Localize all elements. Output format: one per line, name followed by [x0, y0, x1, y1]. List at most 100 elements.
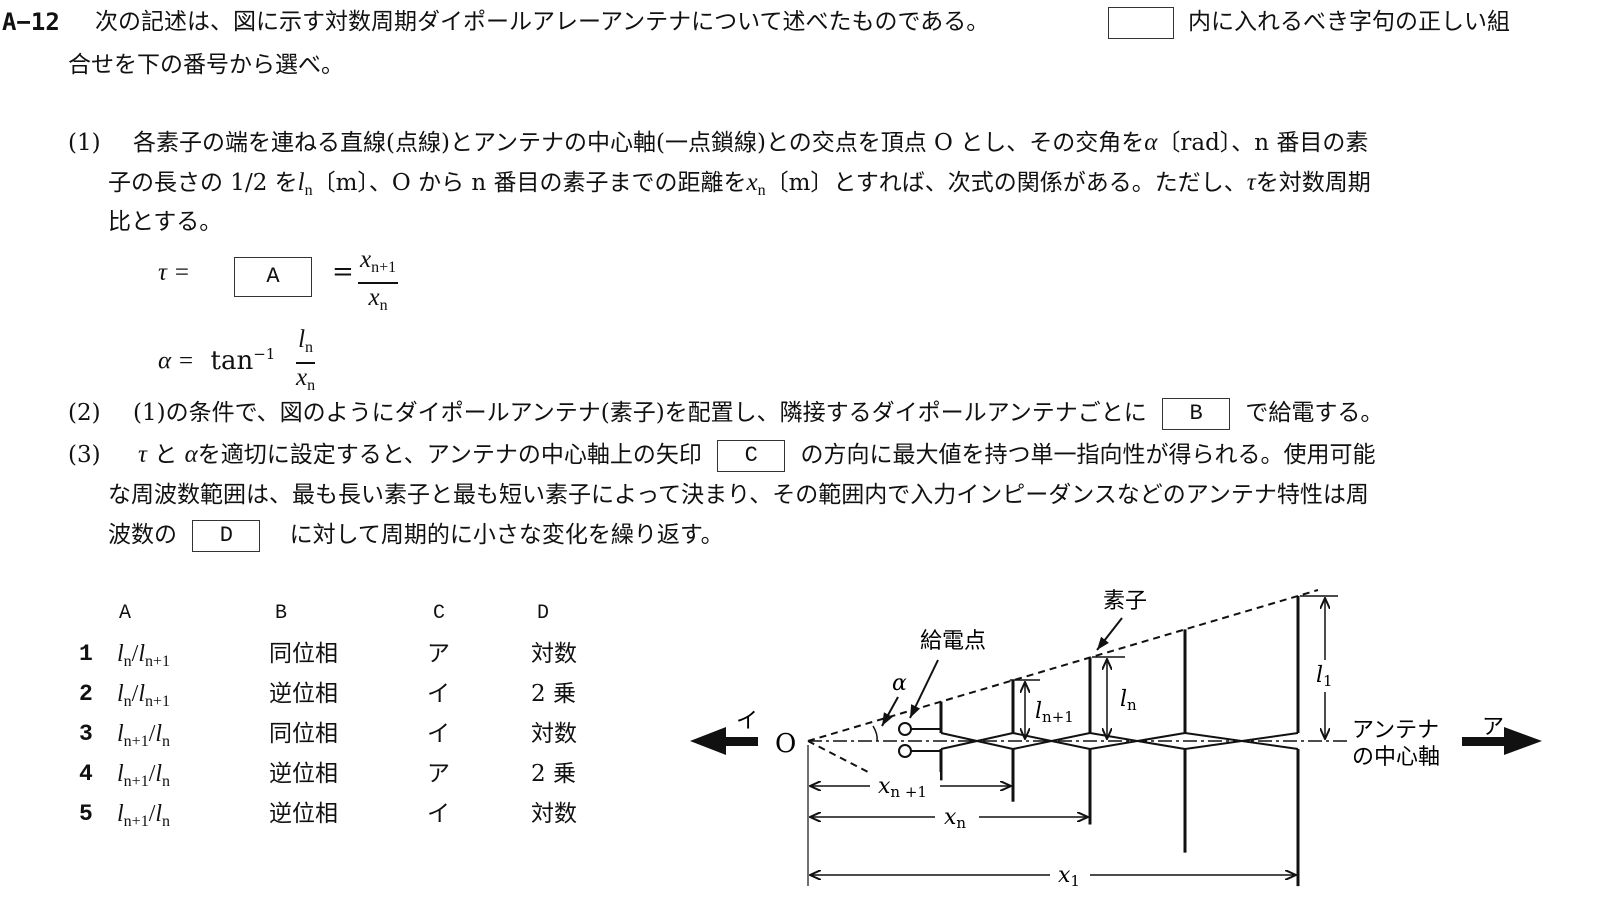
- alpha-symbol: α: [184, 441, 198, 468]
- equation-tau: τ =: [158, 256, 190, 289]
- option-b: 同位相: [269, 641, 338, 667]
- option-a: ln/ln+1: [117, 681, 171, 710]
- envelope-line-upper: [807, 589, 1319, 742]
- tau-symbol: τ: [138, 441, 147, 468]
- text: に対して周期的に小さな変化を繰り返す。: [289, 522, 724, 548]
- header-c: C: [433, 602, 446, 625]
- feed-pointer-arrow: [909, 659, 939, 719]
- x-n-symbol: xn: [746, 169, 766, 199]
- crossed-feeder: [1184, 732, 1299, 750]
- arrow-i-left: [690, 727, 758, 755]
- ln-label: ln: [1120, 687, 1137, 714]
- fraction-x-ratio: xn+1 xn: [358, 246, 399, 314]
- option-c: ア: [427, 761, 450, 787]
- blank-box-a: A: [234, 257, 312, 297]
- element-label: 素子: [1103, 589, 1147, 614]
- axis-label-1: アンテナ: [1352, 718, 1439, 743]
- feed-point-label: 給電点: [920, 629, 986, 654]
- option-c: イ: [427, 681, 450, 707]
- item3-label: (3): [68, 442, 101, 468]
- blank-box-c: C: [717, 440, 786, 472]
- text: を適切に設定すると、アンテナの中心軸上の矢印: [197, 442, 702, 468]
- item3-line-2: な周波数範囲は、最も長い素子と最も短い素子によって決まり、その範囲内で入力インピ…: [108, 482, 1369, 508]
- axis-label-2: の中心軸: [1352, 745, 1440, 770]
- xn1-label: xn +1: [878, 774, 927, 801]
- text: 各素子の端を連ねる直線(点線)とアンテナの中心軸(一点鎖線)との交点を頂点 O …: [133, 130, 1145, 156]
- item1-label: (1): [68, 130, 101, 156]
- alpha-pointer-arrow: [881, 696, 899, 727]
- item3-line-3: 波数の D に対して周期的に小さな変化を繰り返す。: [108, 519, 724, 552]
- question-intro: 次の記述は、図に示す対数周期ダイポールアレーアンテナについて述べたものである。: [95, 6, 989, 38]
- tan-fn: tan: [210, 345, 254, 376]
- option-b: 同位相: [269, 721, 338, 747]
- item2-line: (1)の条件で、図のようにダイポールアンテナ(素子)を配置し、隣接するダイポール…: [133, 397, 1383, 430]
- dipole-elements: [939, 595, 1300, 887]
- text: 〔m〕とすれば、次式の関係がある。ただし、: [765, 170, 1247, 196]
- option-b: 逆位相: [269, 681, 338, 707]
- inverse-sup: −1: [253, 345, 276, 363]
- x1-label: x1: [1058, 863, 1080, 890]
- option-number[interactable]: 3: [79, 721, 93, 747]
- l1-label: l1: [1316, 663, 1333, 690]
- text: で給電する。: [1245, 400, 1384, 426]
- eq-equals: =: [332, 257, 354, 287]
- option-c: イ: [427, 721, 450, 747]
- item3-line-1: τ と αを適切に設定すると、アンテナの中心軸上の矢印 C の方向に最大値を持つ…: [138, 439, 1376, 472]
- text: の方向に最大値を持つ単一指向性が得られる。使用可能: [800, 442, 1376, 468]
- l-n-symbol: ln: [297, 169, 313, 199]
- crossed-feeder: [1012, 732, 1091, 750]
- text: (1)の条件で、図のようにダイポールアンテナ(素子)を配置し、隣接するダイポール…: [133, 400, 1147, 426]
- item1-line-2: 子の長さの 1/2 をln〔m〕、O から n 番目の素子までの距離をxn〔m〕…: [108, 167, 1371, 207]
- arrow-i-label: イ: [736, 709, 758, 734]
- item1-line-3: 比とする。: [108, 209, 223, 235]
- crossed-feeder: [1089, 732, 1186, 750]
- option-d: 対数: [531, 721, 577, 747]
- option-number[interactable]: 2: [79, 681, 93, 707]
- question-number: A−12: [2, 8, 60, 36]
- blank-box: [1108, 7, 1174, 39]
- option-a: ln+1/ln: [117, 761, 171, 790]
- text: 波数の: [108, 522, 177, 548]
- option-b: 逆位相: [269, 801, 338, 827]
- option-d: 2 乗: [531, 681, 576, 707]
- fraction-l-over-x: ln xn: [296, 326, 316, 394]
- intro-cont: 内に入れるべき字句の正しい組: [1188, 9, 1510, 35]
- option-d: 2 乗: [531, 761, 576, 787]
- option-d: 対数: [531, 641, 577, 667]
- text: 〔m〕、O から n 番目の素子までの距離を: [312, 170, 747, 196]
- arrow-a-label: ア: [1482, 715, 1504, 740]
- option-number[interactable]: 5: [79, 801, 93, 827]
- option-c: イ: [427, 801, 450, 827]
- text: 子の長さの 1/2 を: [108, 170, 298, 196]
- header-a: A: [119, 602, 132, 625]
- alpha-arc: [872, 725, 878, 742]
- alpha-symbol: α: [1144, 129, 1158, 156]
- header-b: B: [275, 602, 288, 625]
- option-number[interactable]: 1: [79, 641, 93, 667]
- blank-box-d: D: [192, 520, 261, 552]
- option-number[interactable]: 4: [79, 761, 93, 787]
- item1-line-1: 各素子の端を連ねる直線(点線)とアンテナの中心軸(一点鎖線)との交点を頂点 O …: [133, 127, 1368, 159]
- blank-box-b: B: [1162, 398, 1231, 430]
- arrow-a-right: [1462, 727, 1542, 755]
- intro-text: 次の記述は、図に示す対数周期ダイポールアレーアンテナについて述べたものである。: [95, 9, 990, 35]
- element-pointer-arrow: [1096, 617, 1123, 651]
- option-c: ア: [427, 641, 450, 667]
- ln1-label: ln+1: [1035, 699, 1074, 726]
- text: 〔rad〕、n 番目の素: [1157, 130, 1369, 156]
- feed-terminal-lower: [898, 744, 912, 758]
- text: を対数周期: [1255, 170, 1371, 196]
- feed-terminal-upper: [898, 722, 912, 736]
- option-a: ln/ln+1: [117, 641, 171, 670]
- intro-line-2: 合せを下の番号から選べ。: [68, 52, 344, 78]
- question-line-1: A−12: [2, 6, 60, 39]
- option-a: ln+1/ln: [117, 721, 171, 750]
- option-b: 逆位相: [269, 761, 338, 787]
- option-a: ln+1/ln: [117, 801, 171, 830]
- origin-label: O: [775, 729, 796, 759]
- xn-label: xn: [944, 805, 966, 832]
- eq-lhs: τ =: [158, 259, 191, 286]
- text: と: [154, 442, 178, 468]
- item2-label: (2): [68, 400, 101, 426]
